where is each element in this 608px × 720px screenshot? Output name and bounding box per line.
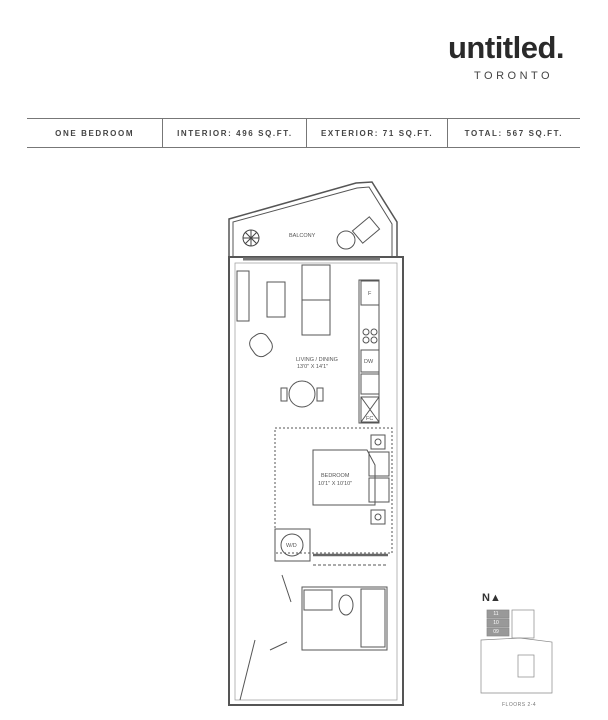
sink [360, 373, 380, 395]
balcony: BALCONY [228, 181, 398, 258]
unit-outline [228, 256, 404, 706]
toilet [338, 594, 354, 616]
closet-label: FC [366, 416, 373, 422]
floors-label: FLOORS 2-4 [502, 702, 537, 708]
balcony-table [336, 230, 356, 250]
washer-dryer [274, 528, 311, 562]
spec-total: TOTAL: 567 SQ.FT. [464, 128, 564, 138]
living-label: LIVING / DINING [296, 357, 338, 363]
doors [239, 574, 292, 701]
north-indicator: N▲ [482, 592, 501, 604]
bedroom: BEDROOM 10'1" X 10'10" W/D [274, 427, 393, 566]
cooktop-icon [362, 328, 378, 344]
tv-console [236, 270, 250, 322]
laundry-label: W/D [286, 543, 297, 549]
dishwasher [360, 349, 380, 373]
dining-table [288, 380, 316, 408]
balcony-chair [351, 216, 381, 244]
vanity [303, 589, 333, 611]
key-unit: 10 [493, 620, 499, 626]
bathtub [360, 588, 386, 648]
closet [360, 396, 380, 423]
balcony-label: BALCONY [289, 233, 316, 239]
fridge [360, 280, 380, 306]
dishwasher-label: DW [364, 359, 374, 365]
coffee-table [266, 281, 286, 318]
armchair [249, 332, 273, 358]
key-plan-units: 11 10 09 [491, 610, 501, 637]
kitchen: F DW FC [358, 279, 380, 424]
spec-bar: ONE BEDROOM INTERIOR: 496 SQ.FT. EXTERIO… [27, 118, 580, 148]
spec-unit-type: ONE BEDROOM [27, 119, 164, 147]
fridge-label: F [368, 291, 372, 297]
spec-interior: INTERIOR: 496 SQ.FT. [163, 119, 308, 147]
bedroom-label: BEDROOM [321, 473, 350, 479]
key-unit: 11 [493, 611, 499, 617]
brand-logo: untitled. [448, 30, 565, 65]
living-size: 13'0" X 14'1" [297, 364, 328, 370]
brand-city: TORONTO [474, 70, 554, 82]
bed [312, 449, 376, 506]
bedroom-size: 10'1" X 10'10" [318, 481, 352, 487]
plant-icon [242, 229, 260, 247]
key-unit: 09 [493, 629, 499, 635]
spec-exterior: EXTERIOR: 71 SQ.FT. [307, 119, 448, 147]
bathroom [301, 586, 388, 651]
key-plan [480, 609, 553, 694]
